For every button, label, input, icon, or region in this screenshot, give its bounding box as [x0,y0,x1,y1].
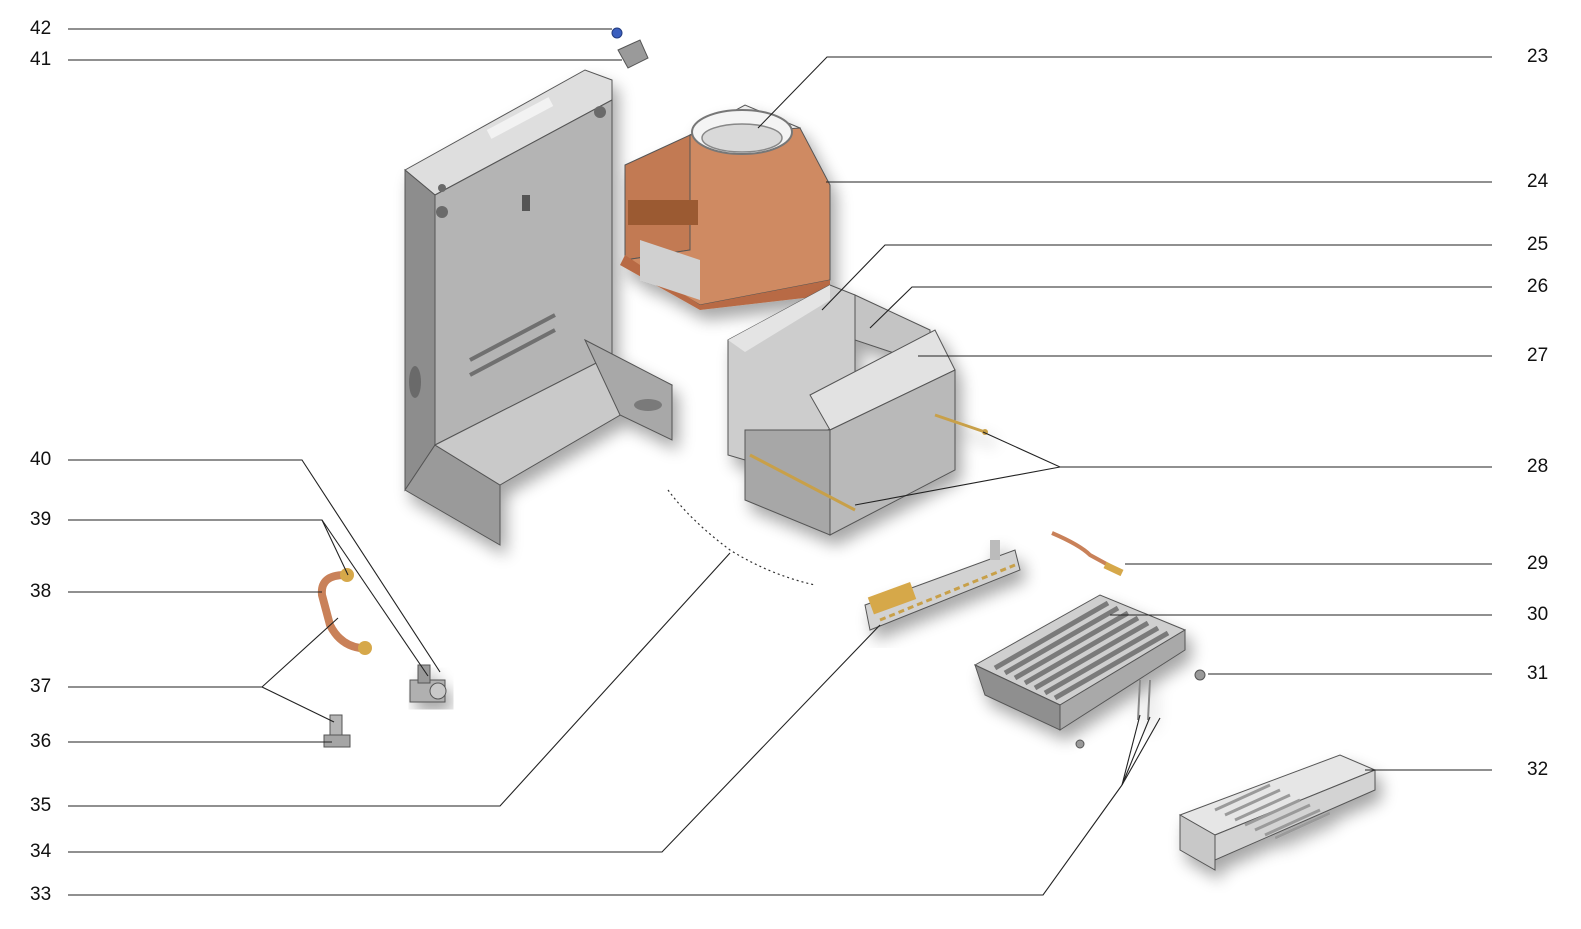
callout-40: 40 [30,449,52,470]
callout-28: 28 [1527,456,1549,477]
callout-32: 32 [1527,759,1549,780]
chassis-frame [404,69,674,546]
burner-cover [1178,754,1377,871]
callout-24: 24 [1527,171,1549,192]
callout-37: 37 [30,676,52,697]
nut-33 [1075,739,1085,749]
callout-33: 33 [30,884,52,905]
callout-42: 42 [30,18,52,39]
callout-30: 30 [1527,604,1549,625]
pilot-burner-rail [864,540,1021,631]
bracket-41 [617,39,649,69]
callout-29: 29 [1527,553,1549,574]
leader-lines-right [757,56,1492,771]
callout-35: 35 [30,795,52,816]
pipe-fitting [323,714,351,748]
callout-39: 39 [30,509,52,530]
copper-pipe [317,568,372,655]
gas-valve [409,664,447,703]
callout-31: 31 [1527,663,1549,684]
callout-41: 41 [30,49,52,70]
main-burner [973,594,1187,731]
callout-23: 23 [1527,46,1549,67]
callout-34: 34 [30,841,52,862]
callout-27: 27 [1527,345,1549,366]
flue-hood-assembly [620,104,831,310]
nut-31 [1194,669,1206,681]
pilot-tube [1051,531,1124,577]
combustion-chamber [727,284,988,536]
callout-25: 25 [1527,234,1549,255]
callout-38: 38 [30,581,52,602]
callout-36: 36 [30,731,52,752]
leader-lines-left [68,28,1161,896]
dotted-guide-line [667,489,816,586]
callout-26: 26 [1527,276,1549,297]
screw-42 [611,27,623,39]
